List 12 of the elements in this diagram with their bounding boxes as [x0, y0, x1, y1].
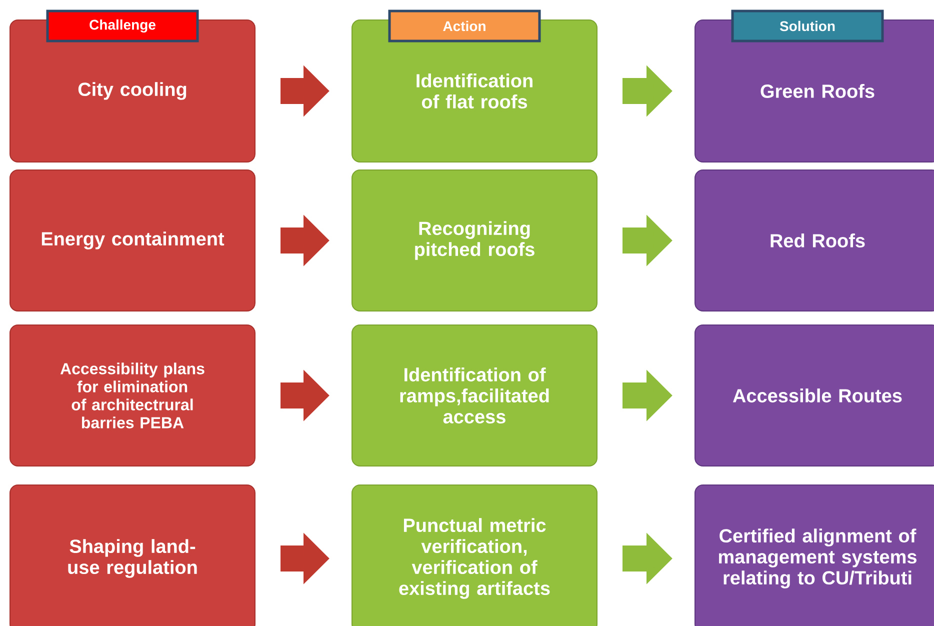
process-box: Punctual metric verification, verification of existing artifacts: [352, 484, 598, 626]
process-box: Shaping land-use regulation: [10, 484, 256, 626]
process-box: Accessibility plans for elimination of architectrural barries PEBA: [10, 324, 256, 466]
process-box: Accessible Routes: [694, 324, 934, 466]
header-tab: Action: [388, 10, 541, 42]
header-tab: Challenge: [46, 10, 199, 42]
process-box: Energy containment: [10, 170, 256, 312]
process-box: Red Roofs: [694, 170, 934, 312]
header-tab: Solution: [731, 10, 884, 42]
process-box: Certified alignment of management systems relating to CU/Tributi: [694, 484, 934, 626]
process-box: Recognizing pitched roofs: [352, 170, 598, 312]
process-box: Identification of ramps,facilitated access: [352, 324, 598, 466]
